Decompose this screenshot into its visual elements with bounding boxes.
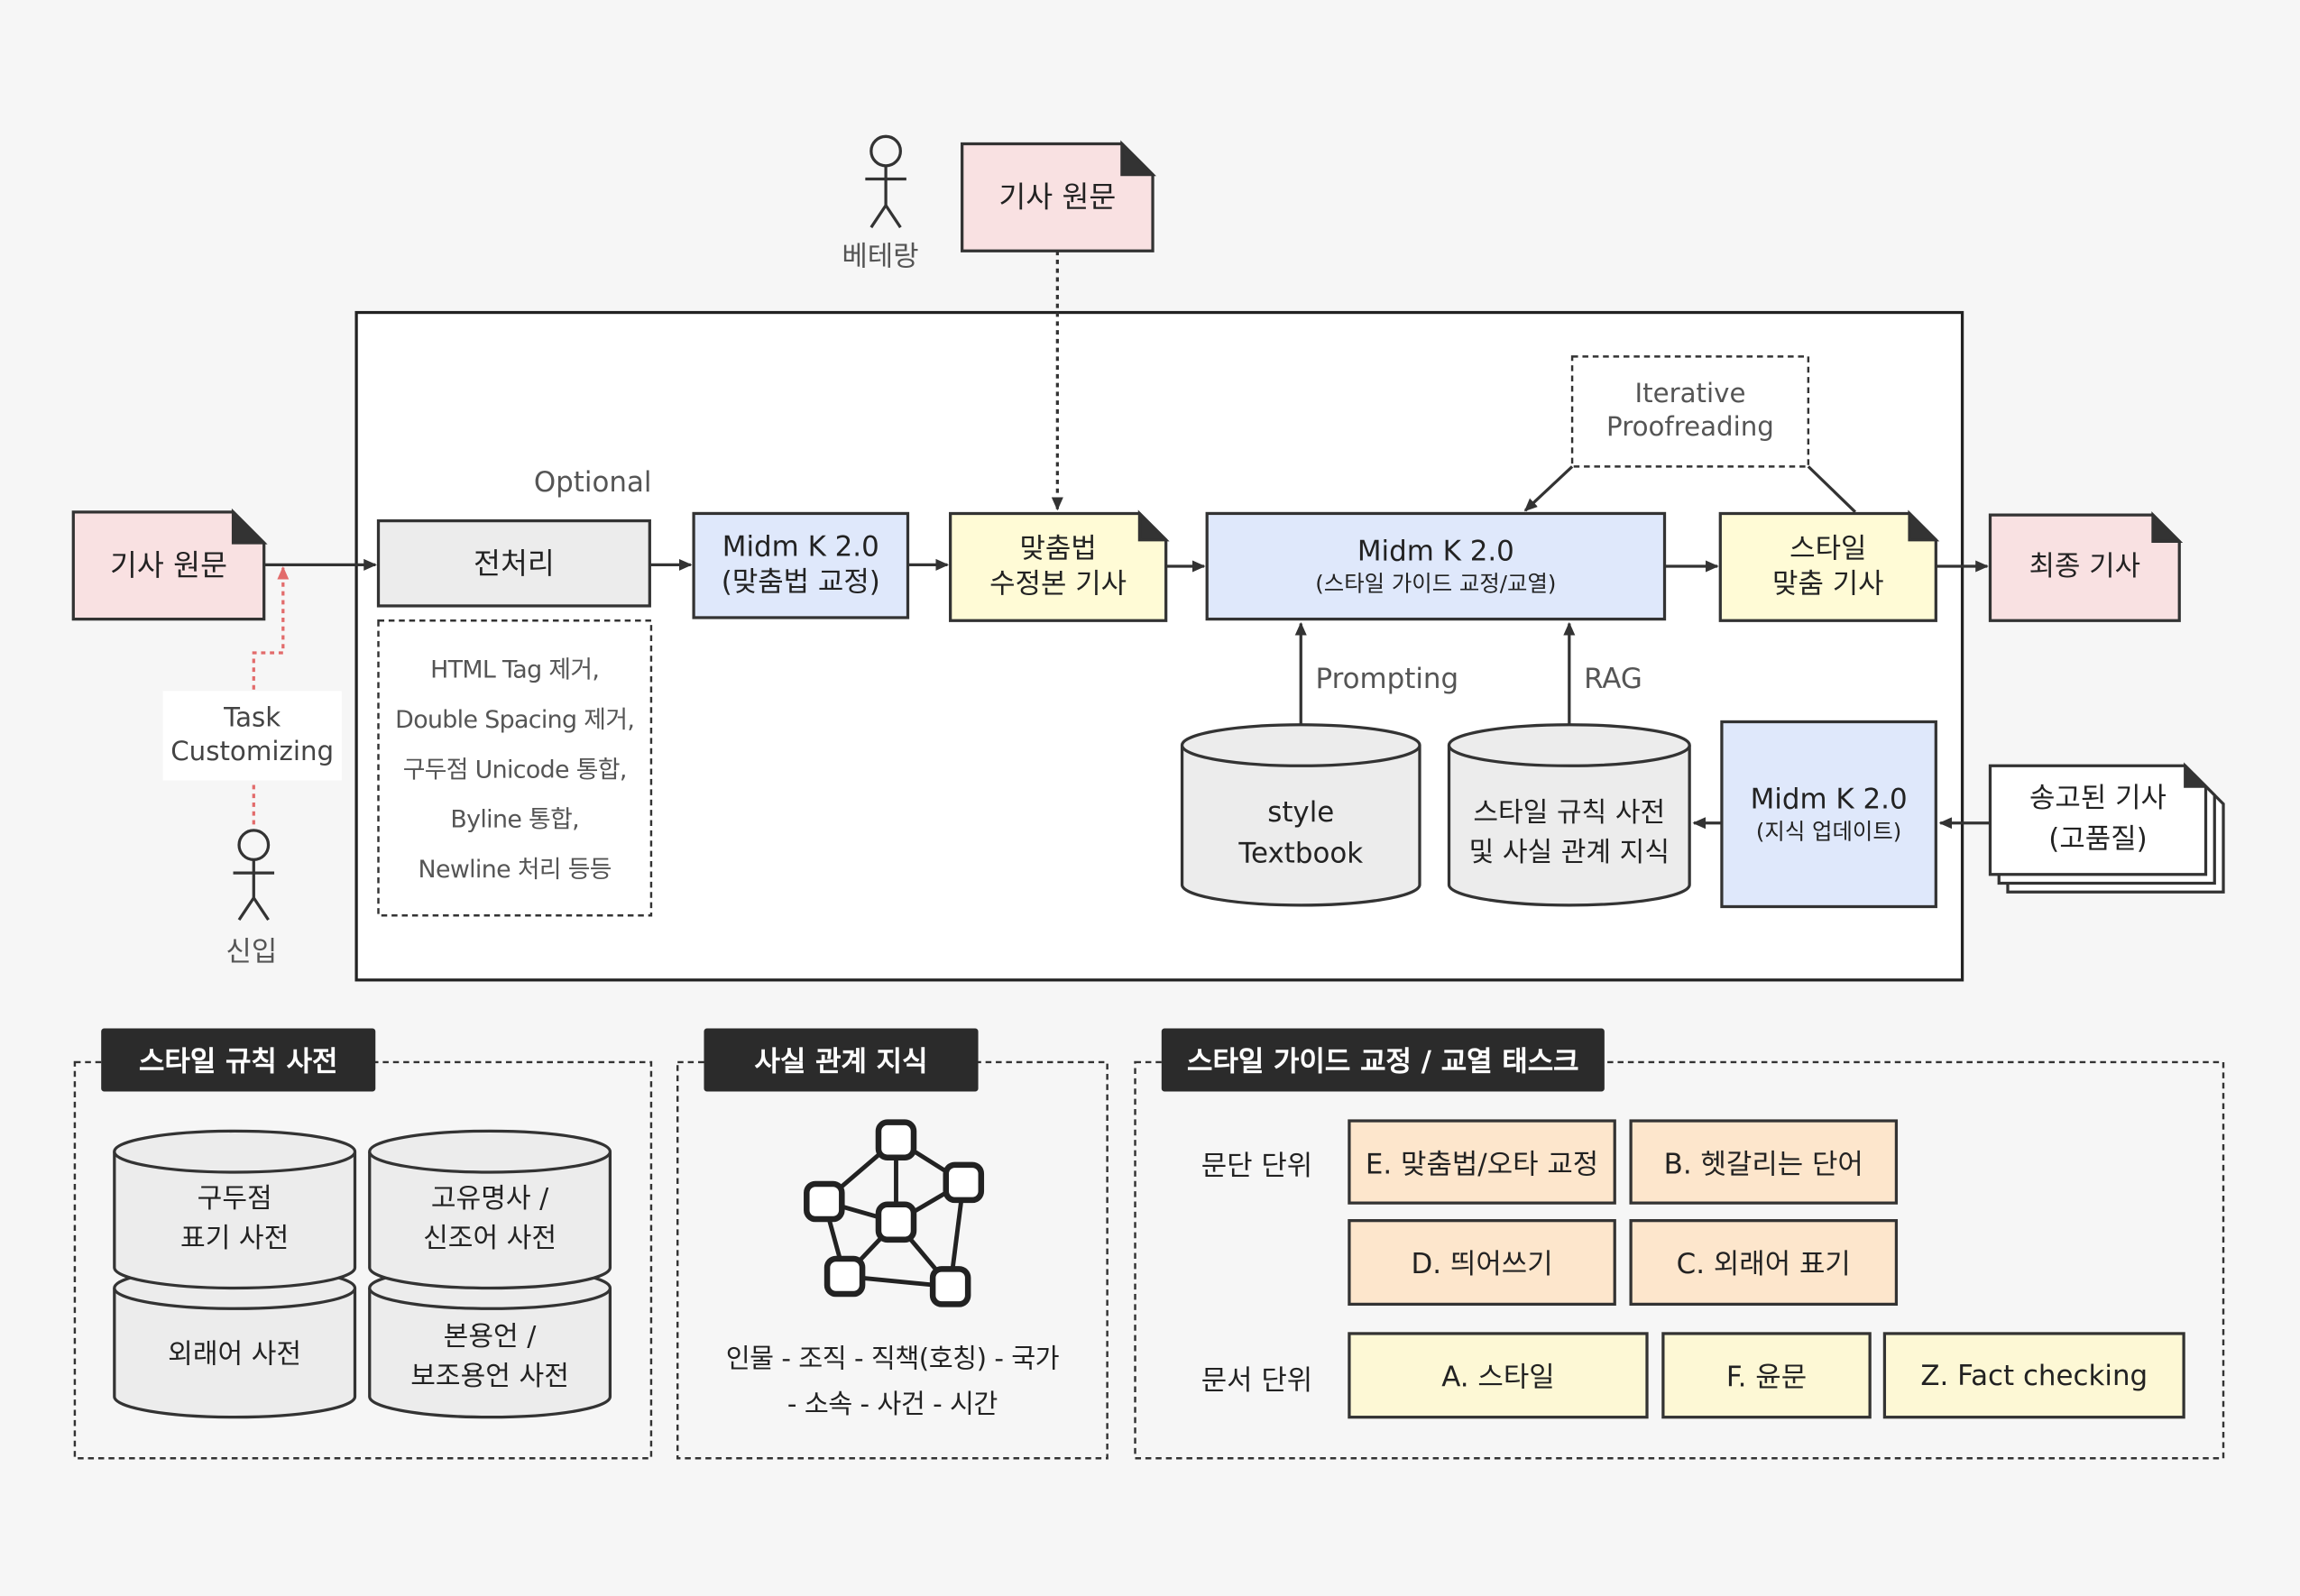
doc-shape-style (1718, 509, 1940, 622)
prompting-label: Prompting (1315, 663, 1459, 696)
sent-docs-label: 송고된 기사 (고품질) (2029, 782, 2167, 856)
dict-item-verbs: 본용언 / 보조용언 사전 (410, 1322, 569, 1393)
task-chip-confusing-words[interactable]: B. 헷갈리는 단어 (1629, 1119, 1899, 1205)
doc-shape-final (1988, 511, 2184, 622)
person-icon (233, 829, 275, 922)
task-chip-fact-checking[interactable]: Z. Fact checking (1882, 1332, 2185, 1419)
preprocess-steps-frame (377, 619, 653, 917)
midm-spell-title: Midm K 2.0 (722, 530, 879, 564)
task-chip-style[interactable]: A. 스타일 (1348, 1332, 1649, 1419)
database-shape (368, 1129, 612, 1419)
midm-spell-shape (692, 511, 910, 619)
final-doc[interactable]: 최종 기사 (1990, 515, 2179, 620)
task-chip-label: C. 외래어 표기 (1676, 1248, 1851, 1281)
spell-doc[interactable]: 맞춤법 수정본 기사 (951, 513, 1166, 620)
preprocess-label: 전처리 (474, 545, 555, 581)
fact-panel (676, 1060, 1109, 1460)
midm-spell-subtitle: (맞춤법 교정) (721, 565, 880, 599)
fact-tag: 사실 관계 지식 (704, 1028, 979, 1092)
midm-style-subtitle: (스타일 가이드 교정/교열) (1315, 570, 1557, 597)
midm-know-title: Midm K 2.0 (1750, 783, 1908, 816)
input-doc[interactable]: 기사 원문 (73, 512, 263, 619)
iterative-frame (1570, 355, 1810, 468)
midm-know-shape (1720, 720, 1937, 909)
task-chip-loanword[interactable]: C. 외래어 표기 (1629, 1219, 1899, 1307)
style-textbook-db[interactable]: style Textbook (1182, 769, 1420, 901)
style-textbook-label: style Textbook (1238, 797, 1364, 870)
row-label-paragraph: 문단 단위 (1201, 1150, 1313, 1183)
task-chip-label: D. 띄어쓰기 (1411, 1248, 1553, 1281)
doc-shape-top (961, 140, 1156, 252)
spell-doc-label: 맞춤법 수정본 기사 (989, 532, 1127, 600)
database-shape (1180, 723, 1421, 907)
optional-label: Optional (533, 466, 652, 500)
actor-label-veteran: 베테랑 (842, 240, 919, 273)
midm-style-title: Midm K 2.0 (1357, 535, 1514, 568)
rag-label: RAG (1584, 663, 1642, 696)
task-customizing-arrow (252, 568, 283, 825)
input-doc-label: 기사 원문 (109, 546, 228, 582)
iterative-proofreading-label: Iterative Proofreading (1606, 378, 1774, 443)
task-tag: 스타일 가이드 교정 / 교열 태스크 (1161, 1028, 1605, 1092)
knowledge-db-label: 스타일 규칙 사전 및 사실 관계 지식 (1468, 798, 1670, 869)
midm-know-box[interactable]: Midm K 2.0 (지식 업데이트) (1722, 721, 1936, 906)
doc-shape-input (71, 508, 268, 621)
database-shape (113, 1129, 357, 1419)
source-doc-top-label: 기사 원문 (998, 179, 1117, 215)
task-customizing-label: Task Customizing (162, 691, 342, 781)
person-icon (865, 134, 906, 229)
dict-item-loanwords: 외래어 사전 (168, 1338, 302, 1370)
preprocess-steps: HTML Tag 제거, Double Spacing 제거, 구두점 Unic… (395, 656, 635, 883)
dict-item-proper-nouns: 고유명사 / 신조어 사전 (423, 1184, 557, 1255)
doc-stack-shape (1988, 762, 2225, 894)
doc-shape-spell (949, 509, 1170, 622)
midm-spell-box[interactable]: Midm K 2.0 (맞춤법 교정) (694, 513, 907, 618)
task-chip-label: A. 스타일 (1441, 1361, 1555, 1394)
midm-know-subtitle: (지식 업데이트) (1755, 818, 1902, 845)
knowledge-db[interactable]: 스타일 규칙 사전 및 사실 관계 지식 (1449, 769, 1689, 901)
task-chip-label: E. 맞춤법/오타 교정 (1365, 1148, 1599, 1180)
flow-arrows (263, 251, 1991, 830)
graph-nodes (804, 1119, 985, 1307)
fact-caption: 인물 - 조직 - 직책(호칭) - 국가 - 소속 - 사건 - 시간 (725, 1344, 1060, 1420)
source-doc-top[interactable]: 기사 원문 (962, 143, 1153, 251)
dict-item-punctuation: 구두점 표기 사전 (180, 1184, 290, 1255)
style-doc-label: 스타일 맞춤 기사 (1772, 532, 1884, 600)
final-doc-label: 최종 기사 (2029, 550, 2141, 583)
task-chip-label: Z. Fact checking (1920, 1359, 2148, 1392)
task-panel (1134, 1060, 2225, 1460)
dict-tag: 스타일 규칙 사전 (101, 1028, 376, 1092)
preprocess-shape (376, 518, 651, 608)
preprocess-box[interactable]: 전처리 (379, 521, 650, 606)
task-chip-label: F. 윤문 (1725, 1361, 1808, 1394)
task-chip-polish[interactable]: F. 윤문 (1661, 1332, 1872, 1419)
task-chip-label: B. 헷갈리는 단어 (1663, 1148, 1863, 1180)
row-label-document: 문서 단위 (1201, 1364, 1313, 1397)
midm-style-box[interactable]: Midm K 2.0 (스타일 가이드 교정/교열) (1207, 513, 1664, 619)
database-shape (1447, 723, 1691, 907)
style-doc[interactable]: 스타일 맞춤 기사 (1720, 513, 1936, 620)
task-chip-spacing[interactable]: D. 띄어쓰기 (1348, 1219, 1616, 1307)
sent-docs[interactable]: 송고된 기사 (고품질) (1990, 766, 2205, 874)
task-chip-spelling[interactable]: E. 맞춤법/오타 교정 (1348, 1119, 1616, 1205)
midm-style-shape (1205, 511, 1667, 621)
actor-label-newcomer: 신입 (225, 936, 278, 968)
